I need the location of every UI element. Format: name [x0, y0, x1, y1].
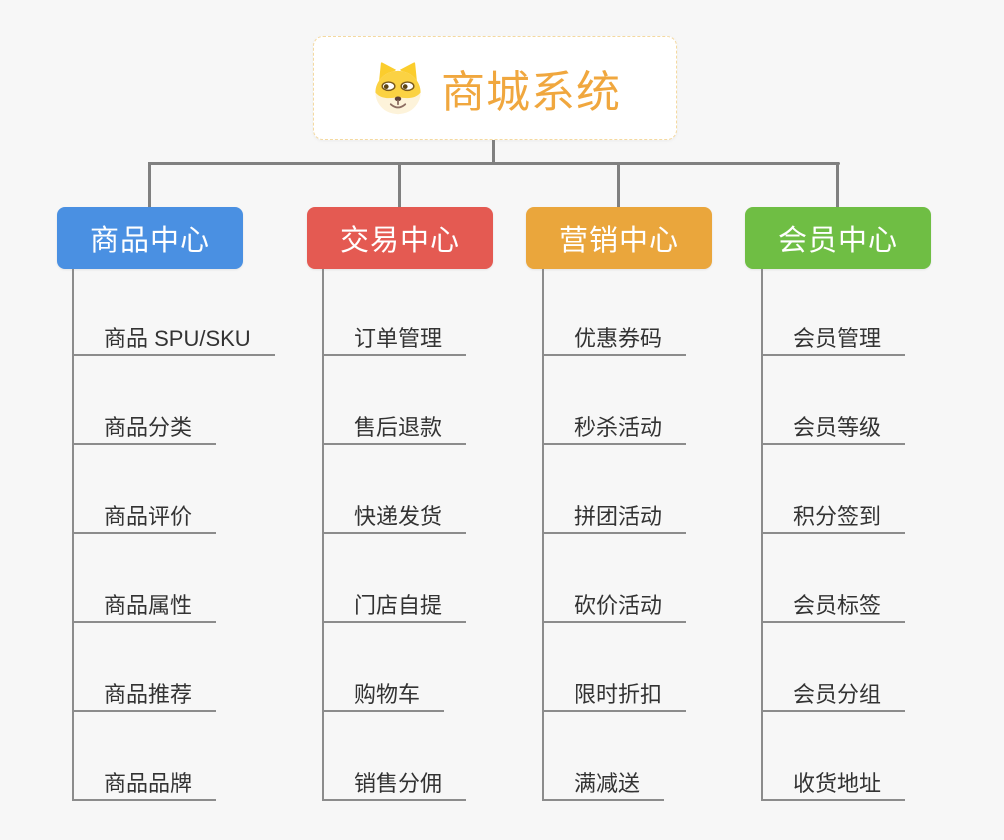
leaf-node[interactable]: 积分签到 — [761, 502, 906, 534]
leaf-node[interactable]: 收货地址 — [761, 769, 906, 801]
leaf-node[interactable]: 售后退款 — [322, 413, 467, 445]
leaf-node[interactable]: 满减送 — [542, 769, 665, 801]
connector-bus — [148, 162, 840, 165]
leaf-node[interactable]: 优惠券码 — [542, 324, 687, 356]
connector-drop-trade — [398, 162, 401, 208]
leaf-node[interactable]: 商品 SPU/SKU — [72, 324, 275, 356]
leaf-node[interactable]: 会员分组 — [761, 680, 906, 712]
connector-trunk-trade — [322, 269, 324, 801]
leaf-node[interactable]: 秒杀活动 — [542, 413, 687, 445]
leaf-node[interactable]: 砍价活动 — [542, 591, 687, 623]
branch-node-marketing[interactable]: 营销中心 — [526, 207, 712, 269]
leaf-node[interactable]: 限时折扣 — [542, 680, 687, 712]
leaf-node[interactable]: 商品属性 — [72, 591, 217, 623]
leaf-node[interactable]: 商品品牌 — [72, 769, 217, 801]
connector-trunk-members — [761, 269, 763, 801]
connector-trunk-products — [72, 269, 74, 801]
root-title: 商城系统 — [441, 68, 621, 117]
leaf-node[interactable]: 会员管理 — [761, 324, 906, 356]
branch-node-products[interactable]: 商品中心 — [57, 207, 243, 269]
leaf-node[interactable]: 门店自提 — [322, 591, 467, 623]
doge-face-icon — [375, 62, 421, 115]
leaf-node[interactable]: 快递发货 — [322, 502, 467, 534]
leaf-node[interactable]: 拼团活动 — [542, 502, 687, 534]
connector-drop-products — [148, 162, 151, 208]
branch-node-members[interactable]: 会员中心 — [745, 207, 931, 269]
connector-drop-marketing — [617, 162, 620, 208]
leaf-node[interactable]: 购物车 — [322, 680, 445, 712]
leaf-node[interactable]: 会员标签 — [761, 591, 906, 623]
root-node[interactable]: 商城系统 — [313, 36, 677, 140]
leaf-node[interactable]: 商品评价 — [72, 502, 217, 534]
connector-trunk-marketing — [542, 269, 544, 801]
leaf-node[interactable]: 商品分类 — [72, 413, 217, 445]
branch-node-trade[interactable]: 交易中心 — [307, 207, 493, 269]
leaf-node[interactable]: 订单管理 — [322, 324, 467, 356]
leaf-node[interactable]: 销售分佣 — [322, 769, 467, 801]
leaf-node[interactable]: 商品推荐 — [72, 680, 217, 712]
leaf-node[interactable]: 会员等级 — [761, 413, 906, 445]
connector-drop-members — [836, 162, 839, 208]
connector-root-stem — [492, 140, 495, 164]
